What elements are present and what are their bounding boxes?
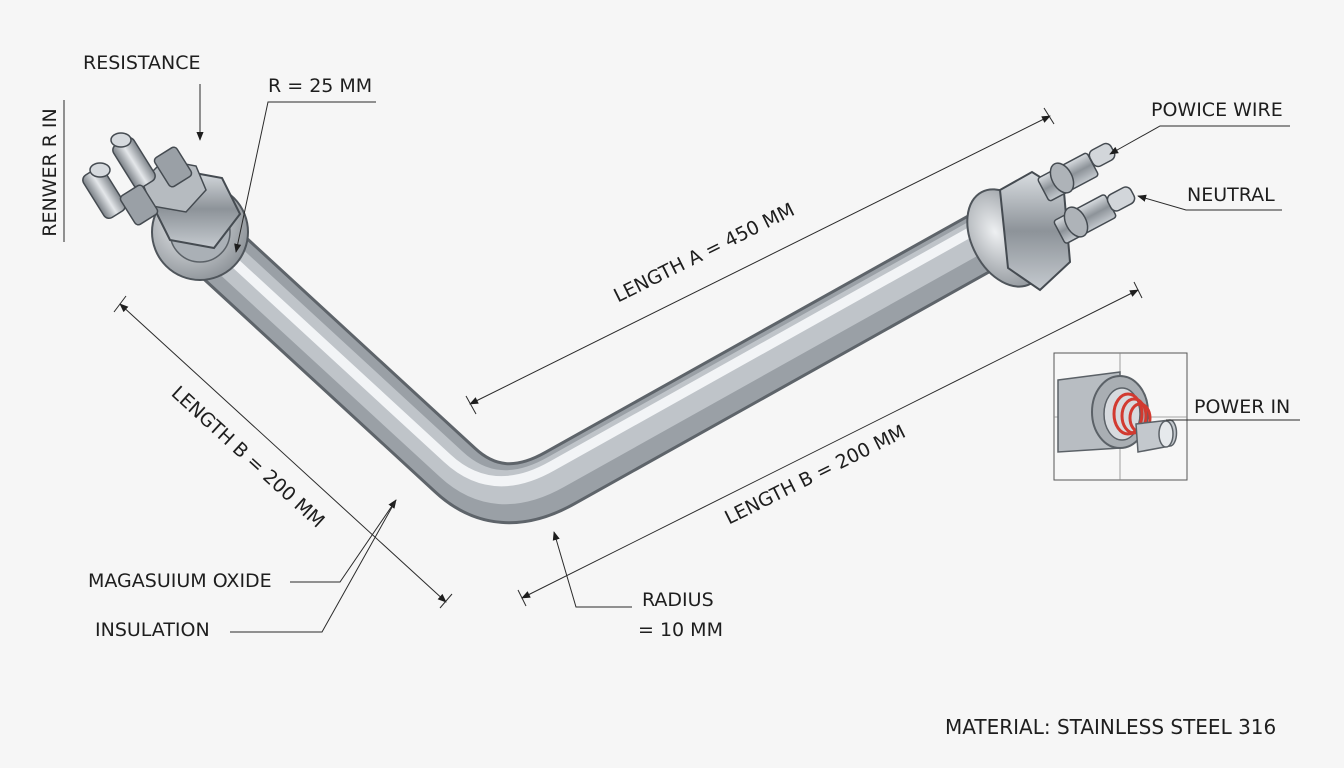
left-terminal-assembly [82, 132, 249, 281]
label-radius-line1: RADIUS [642, 589, 714, 611]
label-power-in: POWER IN [1194, 396, 1291, 418]
left-stud-upper [110, 132, 193, 190]
label-neutral: NEUTRAL [1187, 184, 1275, 206]
leader-magnesium [290, 499, 397, 583]
label-renwer: RENWER R IN [38, 108, 61, 237]
dimension-lines [113, 107, 1143, 609]
right-stud-upper [1037, 142, 1116, 202]
label-r-25: R = 25 MM [268, 75, 373, 97]
right-stud-lower [1053, 186, 1136, 244]
cross-section-inset [1053, 352, 1188, 481]
dimension-length-b-right [521, 289, 1139, 599]
leader-insulation [230, 499, 397, 633]
label-magnesium-oxide: MAGASUIUM OXIDE [88, 570, 272, 592]
label-powice-wire: POWICE WIRE [1151, 99, 1283, 121]
label-insulation: INSULATION [95, 619, 210, 641]
leader-neutral [1137, 194, 1282, 211]
leader-powice-wire [1109, 125, 1290, 155]
label-resistance: RESISTANCE [83, 52, 201, 74]
leader-radius [552, 531, 632, 608]
label-radius-line2: = 10 MM [638, 619, 723, 641]
leader-r25 [234, 101, 376, 253]
label-material: MATERIAL: STAINLESS STEEL 316 [945, 715, 1277, 739]
left-stud-lower [82, 162, 159, 226]
dimension-length-b-left [119, 303, 447, 603]
leader-lines [63, 84, 1300, 633]
